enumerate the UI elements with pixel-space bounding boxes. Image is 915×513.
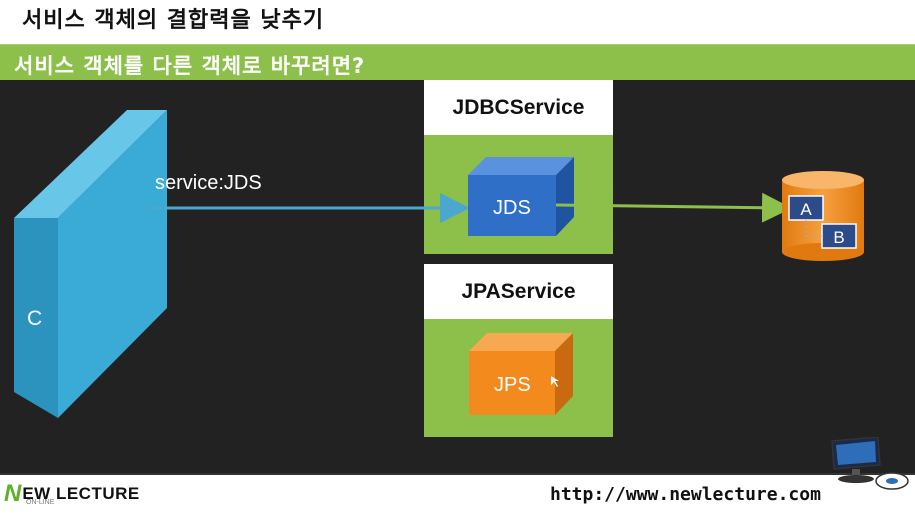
subtitle-bar: 서비스 객체를 다른 객체로 바꾸려면? <box>0 44 915 81</box>
logo-text: EW LECTURE <box>22 484 140 503</box>
slide-subtitle: 서비스 객체를 다른 객체로 바꾸려면? <box>14 54 366 78</box>
logo-letter: N <box>4 480 22 507</box>
client-label: C <box>27 307 43 330</box>
footer-url: http://www.newlecture.com <box>550 484 821 505</box>
database-cylinder: A B <box>782 171 864 261</box>
db-table-a: A <box>800 200 812 219</box>
jpa-service-box: JPAService <box>424 264 613 437</box>
jps-label: JPS <box>494 374 531 396</box>
diagram-graphics: A B <box>14 110 864 418</box>
db-table-b: B <box>833 228 844 247</box>
jdbc-service-title: JDBCService <box>424 80 613 135</box>
jds-to-db-arrow <box>555 192 792 223</box>
jps-cube <box>469 333 573 415</box>
slide-title: 서비스 객체의 결합력을 낮추기 <box>22 8 325 33</box>
jds-cube <box>468 157 574 236</box>
client-wall <box>14 110 167 418</box>
jds-label: JDS <box>493 197 531 219</box>
diagram-stage: JDBCService JPAService <box>0 80 915 473</box>
monitor-icon <box>831 437 909 490</box>
cursor-icon <box>551 376 559 387</box>
service-reference-label: service:JDS <box>155 172 262 194</box>
newlecture-logo: N EW LECTURE <box>4 480 140 508</box>
footer: N EW LECTURE ON-LINE http://www.newlectu… <box>0 473 915 513</box>
jpa-service-title: JPAService <box>424 264 613 319</box>
logo-subtext: ON-LINE <box>26 499 55 506</box>
